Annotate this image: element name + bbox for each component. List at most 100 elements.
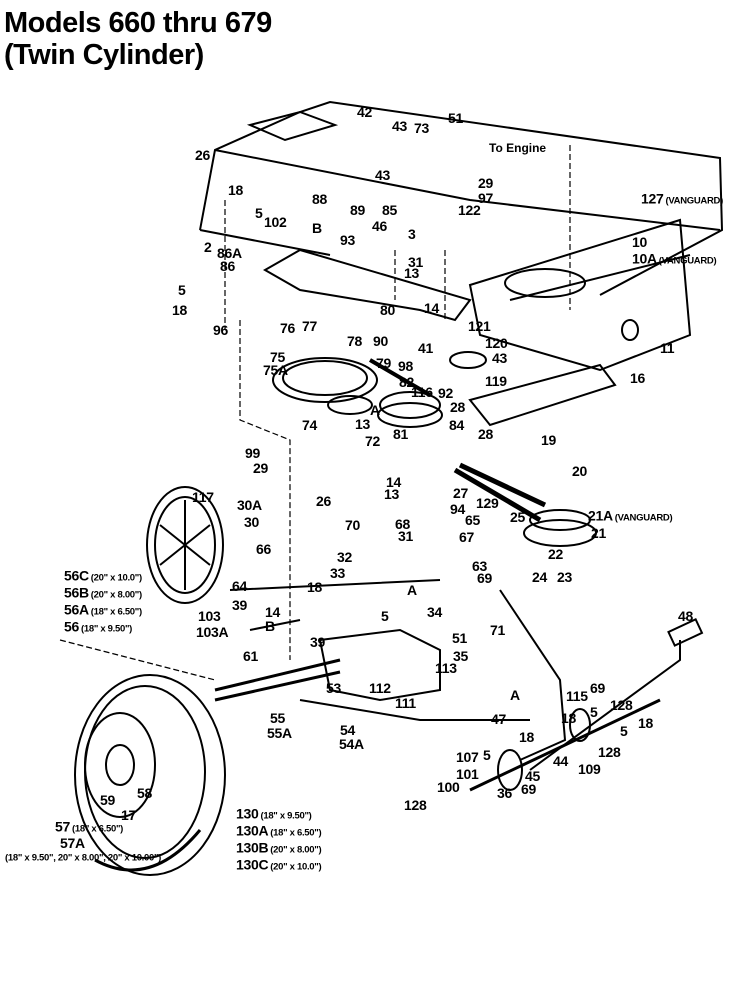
callout-79: 79 <box>376 356 391 370</box>
callout-16: 16 <box>630 371 645 385</box>
callout-76: 76 <box>280 321 295 335</box>
callout-number: 73 <box>414 120 429 136</box>
callout-93: 93 <box>340 233 355 247</box>
callout-number: 66 <box>256 541 271 557</box>
callout-number: 113 <box>435 660 457 676</box>
chassis-opening <box>246 110 339 142</box>
callout-number: 61 <box>243 648 258 664</box>
callout-number: 111 <box>395 695 416 711</box>
callout-34: 34 <box>427 605 442 619</box>
callout-number: 31 <box>408 254 423 270</box>
callout-size-note: (18" x 6.50") <box>270 827 322 839</box>
callout-number: 57A <box>60 835 85 851</box>
callout-number: 18 <box>307 579 322 595</box>
callout-35: 35 <box>453 649 468 663</box>
callout-number: 121 <box>468 318 491 334</box>
callout-number: 97 <box>478 190 493 206</box>
callout-number: 26 <box>195 147 210 163</box>
callout-number: 86 <box>220 258 235 274</box>
callout-67: 67 <box>459 530 474 544</box>
callout-119: 119 <box>485 374 507 388</box>
hubcap <box>146 486 224 604</box>
callout-number: 98 <box>398 358 413 374</box>
callout-102: 102 <box>264 215 287 229</box>
drive-belt <box>453 462 547 523</box>
callout-29: 29 <box>478 176 493 190</box>
callout-number: 27 <box>453 485 468 501</box>
callout-57A: 57A <box>60 836 85 850</box>
callout-56A: 56A(18" x 6.50") <box>64 603 142 620</box>
callout-number: 13 <box>384 486 399 502</box>
callout-116: 116 <box>411 385 433 399</box>
callout-number: 81 <box>393 426 408 442</box>
callout-69: 69 <box>590 681 605 695</box>
rear-frame <box>468 218 692 372</box>
callout-29: 29 <box>253 461 268 475</box>
callout-103: 103 <box>198 609 221 623</box>
callout-18: 18 <box>228 183 243 197</box>
callout-number: 56B <box>64 584 89 601</box>
callout-number: 89 <box>350 202 365 218</box>
callout-number: 23 <box>557 569 572 585</box>
callout-51: 51 <box>452 631 467 645</box>
callout-number: 128 <box>404 797 427 813</box>
callout-number: 99 <box>245 445 260 461</box>
callout-number: 122 <box>458 202 481 218</box>
callout-number: 57 <box>55 818 70 835</box>
pulley-74 <box>327 395 373 415</box>
callout-18: 18 <box>172 303 187 317</box>
callout-number: 69 <box>521 781 536 797</box>
callout-number: 47 <box>491 711 506 727</box>
callout-number: 5 <box>381 608 389 624</box>
callout-number: 100 <box>437 779 460 795</box>
callout-number: 127 <box>641 190 664 207</box>
callout-number: 54A <box>339 736 364 752</box>
callout-number: 18 <box>519 729 534 745</box>
callout-121: 121 <box>468 318 491 334</box>
callout-number: 10A <box>632 250 657 267</box>
callout-18: 18 <box>638 716 653 730</box>
callout-size-note: (18" x 9.50") <box>260 810 312 822</box>
callout-5: 5 <box>483 748 491 762</box>
callout-19: 19 <box>541 433 556 447</box>
callout-115: 115 <box>566 689 588 703</box>
shift-rod <box>499 589 681 771</box>
callout-number: 21A <box>588 507 613 524</box>
callout-130C: 130C(20" x 10.0") <box>236 858 322 875</box>
callout-36: 36 <box>497 786 512 800</box>
callout-size-note: (VANGUARD) <box>665 195 723 207</box>
callout-127: 127(VANGUARD) <box>641 192 723 209</box>
callout-number: 18 <box>561 710 576 726</box>
callout-30A: 30A <box>237 498 262 512</box>
callout-31: 31 <box>398 529 413 543</box>
callout-number: A <box>510 687 520 703</box>
callout-number: 28 <box>478 426 493 442</box>
callout-96: 96 <box>213 323 228 337</box>
callout-number: 51 <box>452 630 467 646</box>
callout-number: B <box>312 220 322 236</box>
dashed-lines <box>224 145 571 660</box>
callout-90: 90 <box>373 334 388 348</box>
callout-B: B <box>265 619 275 633</box>
rear-boss <box>621 319 639 341</box>
callout-56: 56(18" x 9.50") <box>64 620 132 637</box>
callout-number: 33 <box>330 565 345 581</box>
callout-number: 2 <box>204 239 212 255</box>
callout-84: 84 <box>449 418 464 432</box>
callout-size-note: (20" x 8.00") <box>270 844 322 856</box>
callout-number: 56 <box>64 618 79 635</box>
callout-117: 117 <box>192 490 214 504</box>
callout-size-note: (18" x 6.50") <box>90 606 142 618</box>
callout-number: 43 <box>492 350 507 366</box>
callout-number: 77 <box>302 318 317 334</box>
callout-number: 85 <box>382 202 397 218</box>
callout-128: 128 <box>404 797 427 813</box>
transaxle <box>318 628 441 702</box>
callout-41: 41 <box>418 341 433 355</box>
callout-130B: 130B(20" x 8.00") <box>236 841 322 858</box>
callout-number: A <box>407 582 417 598</box>
callout-45: 45 <box>525 769 540 783</box>
callout-65: 65 <box>465 513 480 527</box>
callout-number: 58 <box>137 785 152 801</box>
callout-30: 30 <box>244 515 259 529</box>
